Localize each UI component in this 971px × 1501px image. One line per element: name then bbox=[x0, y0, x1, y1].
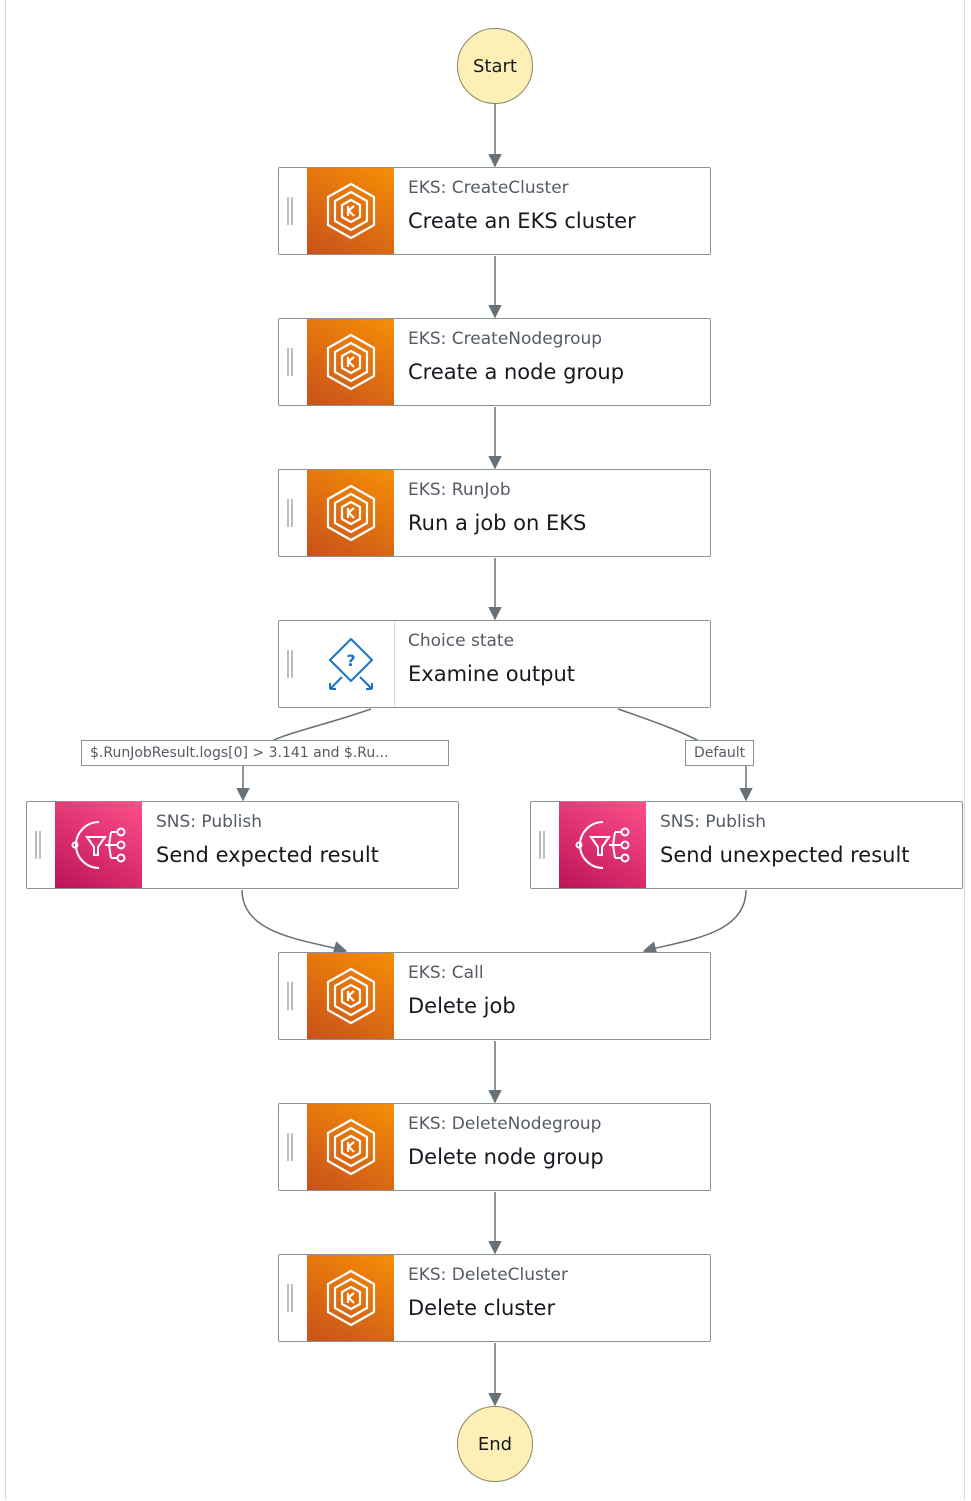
state-create-nodegroup[interactable]: EKS: CreateNodegroup Create a node group bbox=[278, 318, 711, 406]
state-type-label: EKS: DeleteNodegroup bbox=[408, 1114, 602, 1134]
drag-handle[interactable] bbox=[287, 650, 293, 678]
drag-handle[interactable] bbox=[287, 1133, 293, 1161]
end-node[interactable]: End bbox=[457, 1406, 533, 1482]
eks-icon bbox=[307, 319, 394, 405]
state-name: Delete cluster bbox=[408, 1296, 556, 1320]
svg-text:?: ? bbox=[346, 651, 355, 670]
drag-handle[interactable] bbox=[539, 831, 545, 859]
start-label: Start bbox=[473, 55, 517, 77]
drag-handle[interactable] bbox=[287, 348, 293, 376]
state-type-label: EKS: Call bbox=[408, 963, 484, 983]
state-type-label: EKS: CreateNodegroup bbox=[408, 329, 603, 349]
state-type-label: SNS: Publish bbox=[156, 812, 263, 832]
choice-icon: ? bbox=[307, 621, 395, 707]
state-name: Delete node group bbox=[408, 1145, 604, 1169]
eks-icon bbox=[307, 168, 394, 254]
state-run-job[interactable]: EKS: RunJob Run a job on EKS bbox=[278, 469, 711, 557]
choice-rule-default-label[interactable]: Default bbox=[685, 740, 755, 766]
state-name: Run a job on EKS bbox=[408, 511, 587, 535]
state-type-label: EKS: RunJob bbox=[408, 480, 511, 500]
start-node[interactable]: Start bbox=[457, 28, 533, 104]
drag-handle[interactable] bbox=[35, 831, 41, 859]
state-delete-cluster[interactable]: EKS: DeleteCluster Delete cluster bbox=[278, 1254, 711, 1342]
edge-send-expected-to-delete-job bbox=[241, 889, 348, 955]
state-type-label: EKS: DeleteCluster bbox=[408, 1265, 569, 1285]
sns-icon bbox=[55, 802, 142, 888]
sns-icon bbox=[559, 802, 646, 888]
state-name: Send unexpected result bbox=[660, 843, 910, 867]
state-delete-job[interactable]: EKS: Call Delete job bbox=[278, 952, 711, 1040]
state-type-label: SNS: Publish bbox=[660, 812, 767, 832]
state-type-label: EKS: CreateCluster bbox=[408, 178, 569, 198]
state-type-label: Choice state bbox=[408, 631, 515, 651]
state-name: Send expected result bbox=[156, 843, 379, 867]
state-name: Create a node group bbox=[408, 360, 625, 384]
eks-icon bbox=[307, 1104, 394, 1190]
state-name: Create an EKS cluster bbox=[408, 209, 636, 233]
edge-send-unexpected-to-delete-job bbox=[642, 889, 747, 955]
state-create-cluster[interactable]: EKS: CreateCluster Create an EKS cluster bbox=[278, 167, 711, 255]
workflow-graph-canvas: Start EKS: CreateCluster Create an EKS c… bbox=[5, 0, 965, 1500]
choice-rule-expected-label[interactable]: $.RunJobResult.logs[0] > 3.141 and $.Ru.… bbox=[81, 740, 449, 766]
drag-handle[interactable] bbox=[287, 499, 293, 527]
state-name: Delete job bbox=[408, 994, 516, 1018]
drag-handle[interactable] bbox=[287, 197, 293, 225]
state-send-expected-result[interactable]: SNS: Publish Send expected result bbox=[26, 801, 459, 889]
drag-handle[interactable] bbox=[287, 982, 293, 1010]
state-delete-node-group[interactable]: EKS: DeleteNodegroup Delete node group bbox=[278, 1103, 711, 1191]
drag-handle[interactable] bbox=[287, 1284, 293, 1312]
eks-icon bbox=[307, 470, 394, 556]
workflow-edges bbox=[6, 104, 966, 1407]
state-name: Examine output bbox=[408, 662, 576, 686]
eks-icon bbox=[307, 953, 394, 1039]
eks-icon bbox=[307, 1255, 394, 1341]
state-examine-output[interactable]: ? Choice state Examine output bbox=[278, 620, 711, 708]
state-send-unexpected-result[interactable]: SNS: Publish Send unexpected result bbox=[530, 801, 963, 889]
end-label: End bbox=[477, 1433, 513, 1455]
